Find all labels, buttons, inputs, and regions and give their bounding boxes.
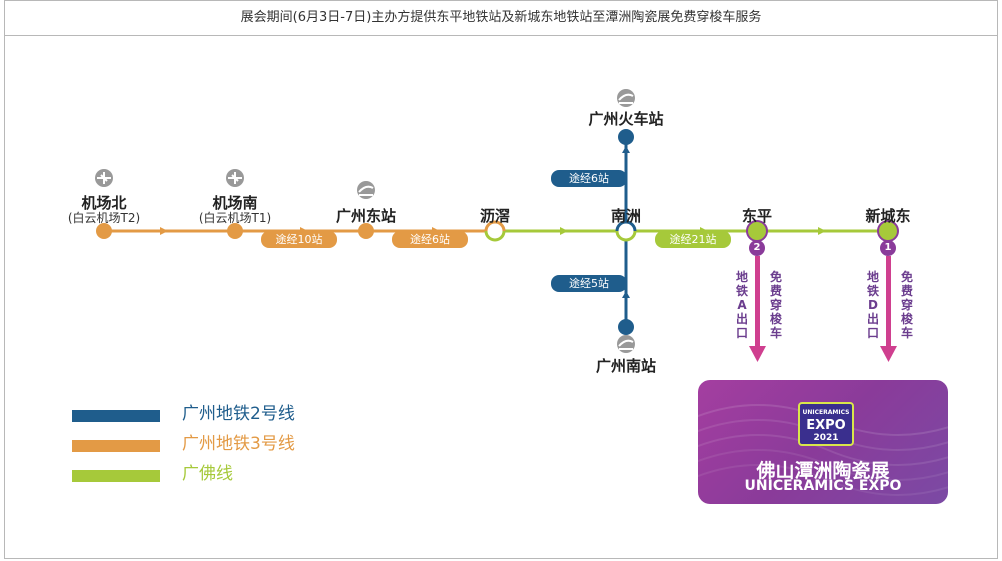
exit-arrow-dongping (749, 240, 766, 362)
station-dot-jichangbei[interactable] (96, 223, 112, 239)
station-name-dongping: 东平 (741, 207, 772, 225)
guangfo-arrow (560, 227, 568, 235)
train-icon (357, 181, 375, 199)
exit-number-dongping: 2 (753, 242, 761, 253)
station-dot-jichangnan[interactable] (227, 223, 243, 239)
legend-label-guangfo: 广佛线 (182, 464, 233, 484)
exit-number-xinchengdong: 1 (884, 242, 892, 253)
via-pill-line2: 途经5站 (551, 275, 627, 292)
exit-label-xinchengdong: 地铁D出口 (866, 270, 879, 340)
station-dot-guangzhou-huoche[interactable] (618, 129, 634, 145)
shuttle-label-dongping: 免费穿梭车 (769, 270, 782, 340)
legend-swatch-line2 (72, 410, 160, 422)
transfer-icon-nanzhou[interactable] (615, 220, 637, 242)
line3-arrow (160, 227, 168, 235)
airplane-icon (95, 169, 113, 187)
page-title: 展会期间(6月3日-7日)主办方提供东平地铁站及新城东地铁站至潭洲陶瓷展免费穿梭… (4, 0, 998, 36)
expo-logo-year: 2021 (813, 433, 839, 443)
expo-logo: UNICERAMICS EXPO 2021 (798, 402, 854, 446)
transfer-icon-lijiao[interactable] (484, 220, 506, 242)
via-pill-guangfo: 途经21站 (655, 231, 731, 248)
via-pill-line3: 途经6站 (392, 231, 468, 248)
expo-logo-top: UNICERAMICS (802, 409, 850, 416)
station-name-nanzhou: 南洲 (610, 207, 641, 225)
map-frame (4, 0, 998, 559)
station-name-jichangbei: 机场北 (81, 194, 127, 212)
station-name-guangzhou-huoche: 广州火车站 (588, 110, 664, 128)
expo-name-cn: 佛山潭洲陶瓷展 (756, 460, 890, 482)
via-pill-line3: 途经10站 (261, 231, 337, 248)
legend-swatch-guangfo (72, 470, 160, 482)
station-dot-guangzhou-nan[interactable] (618, 319, 634, 335)
station-dot-guangzhoudong[interactable] (358, 223, 374, 239)
expo-destination-card[interactable]: UNICERAMICS EXPO 2021 佛山潭洲陶瓷展 UNICERAMIC… (698, 380, 948, 504)
airplane-icon (226, 169, 244, 187)
legend-label-line2: 广州地铁2号线 (182, 404, 295, 424)
expo-logo-mid: EXPO (806, 418, 846, 433)
via-pill-line2: 途经6站 (551, 170, 627, 187)
station-name-xinchengdong: 新城东 (865, 207, 911, 225)
station-name-lijiao: 沥滘 (479, 207, 510, 225)
station-name-guangzhoudong: 广州东站 (335, 207, 396, 225)
station-sub-jichangnan: (白云机场T1) (198, 211, 272, 225)
line2-arrow (622, 146, 630, 153)
exit-label-dongping: 地铁A出口 (735, 270, 748, 340)
station-name-jichangnan: 机场南 (212, 194, 258, 212)
legend-label-line3: 广州地铁3号线 (182, 434, 295, 454)
guangfo-arrow (818, 227, 826, 235)
shuttle-label-xinchengdong: 免费穿梭车 (900, 270, 913, 340)
line2-arrow (622, 291, 630, 298)
exit-arrow-xinchengdong (880, 240, 897, 362)
station-name-guangzhou-nan: 广州南站 (595, 357, 656, 375)
expo-name-en: UNICERAMICS EXPO (744, 478, 902, 494)
train-icon (617, 89, 635, 107)
legend-swatch-line3 (72, 440, 160, 452)
station-sub-jichangbei: (白云机场T2) (67, 211, 141, 225)
train-icon (617, 335, 635, 353)
